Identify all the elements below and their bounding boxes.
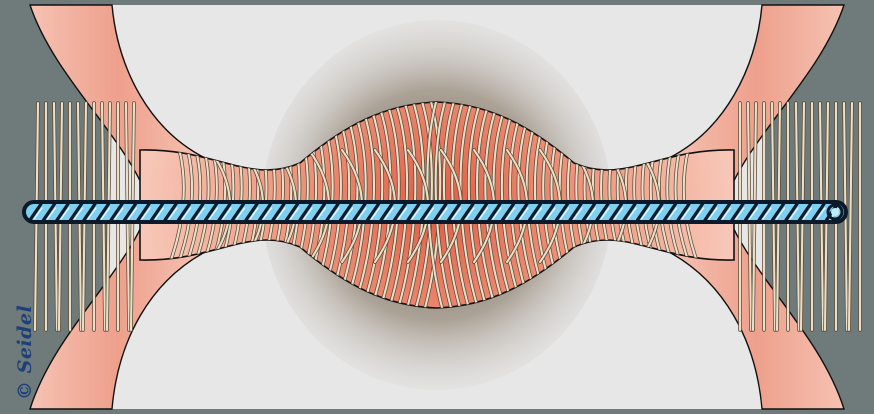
twisted-cable [22,200,848,224]
copyright-signature: © Seidel [14,305,36,400]
